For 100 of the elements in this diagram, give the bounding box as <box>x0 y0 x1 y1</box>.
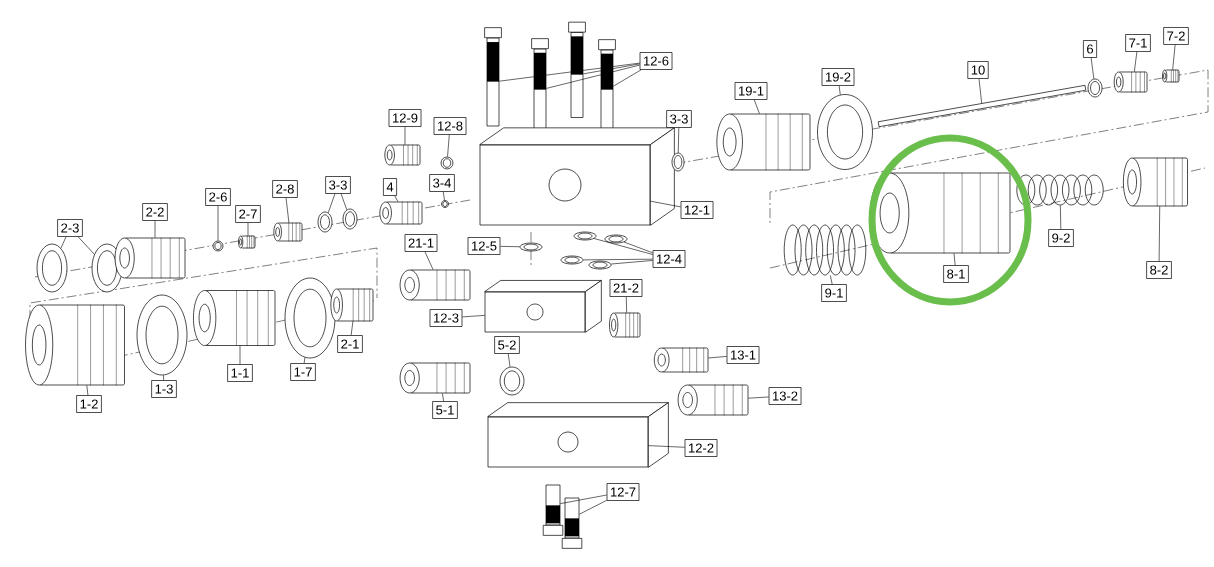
leader-line <box>327 193 336 214</box>
leader-line <box>610 260 653 265</box>
leader-line <box>708 356 727 359</box>
leader-line <box>953 253 956 266</box>
leader-line <box>442 393 444 402</box>
callout-number: 10 <box>967 61 989 79</box>
leader-line <box>1060 205 1062 230</box>
leader-line <box>247 222 249 236</box>
leader-line <box>1172 44 1176 70</box>
callout-number: 1-7 <box>290 363 316 381</box>
fitting-drawing <box>238 235 256 249</box>
ring-drawing <box>1087 78 1103 98</box>
leader-line <box>560 494 607 504</box>
callout-number: 12-7 <box>606 483 640 501</box>
leader-line <box>239 345 241 365</box>
fitting-drawing <box>1113 71 1148 93</box>
callout-number: 2-6 <box>205 188 231 206</box>
leader-line <box>499 62 640 82</box>
callout-number: 3-4 <box>429 174 455 192</box>
callout-number: 9-2 <box>1048 229 1074 247</box>
callout-number: 2-1 <box>337 335 363 353</box>
callout-number: 3-3 <box>666 110 692 128</box>
leader-line <box>1134 51 1138 72</box>
leader-line <box>677 127 680 153</box>
leader-line <box>579 500 607 515</box>
leader-line <box>648 445 685 448</box>
leader-line <box>507 353 511 368</box>
leader-line <box>546 64 640 89</box>
callout-number: 8-2 <box>1146 261 1172 279</box>
ring-drawing <box>588 260 612 270</box>
callout-number: 7-1 <box>1125 34 1151 52</box>
leader-line <box>404 126 406 145</box>
ring-drawing <box>441 200 449 208</box>
fitting-drawing <box>653 347 709 373</box>
callout-number: 13-2 <box>768 387 802 405</box>
callout-number: 5-1 <box>432 401 458 419</box>
ring-drawing <box>136 294 188 376</box>
leader-line <box>340 193 348 211</box>
callout-number: 21-1 <box>404 234 438 252</box>
leader-line <box>163 374 164 381</box>
fitting-drawing <box>677 384 749 416</box>
leader-line <box>303 357 306 364</box>
block-drawing <box>487 402 669 468</box>
leader-line <box>86 385 89 396</box>
fitting-drawing <box>114 237 186 279</box>
fitting-drawing <box>1123 157 1188 207</box>
leader-line <box>748 396 769 399</box>
fitting-drawing <box>399 269 471 301</box>
callout-number: 8-1 <box>943 265 969 283</box>
callout-number: 19-1 <box>734 82 768 100</box>
callout-number: 12-1 <box>680 201 714 219</box>
ring-drawing <box>317 211 333 233</box>
leader-line <box>583 63 640 75</box>
leader-line <box>583 258 653 261</box>
callout-number: 2-7 <box>235 205 261 223</box>
fitting-drawing <box>25 304 125 386</box>
callout-number: 21-2 <box>609 279 643 297</box>
spring-drawing <box>1016 174 1104 206</box>
leader-line <box>500 246 520 248</box>
callout-number: 12-6 <box>639 52 673 70</box>
leader-line <box>1158 206 1161 262</box>
callout-number: 5-2 <box>494 336 520 354</box>
ring-drawing <box>519 242 543 252</box>
leader-line <box>442 191 445 201</box>
ring-drawing <box>440 156 454 170</box>
callout-number: 13-1 <box>726 346 760 364</box>
callout-number: 2-8 <box>272 180 298 198</box>
fitting-drawing <box>384 144 421 166</box>
callout-number: 9-1 <box>821 284 847 302</box>
callout-number: 1-2 <box>76 395 102 413</box>
leader-line <box>623 241 653 254</box>
ring-drawing <box>573 231 597 241</box>
fitting-drawing <box>870 172 1011 254</box>
leader-line <box>394 195 399 202</box>
leader-line <box>613 69 642 87</box>
callout-number: 1-3 <box>151 380 177 398</box>
callout-number: 12-5 <box>467 237 501 255</box>
callout-number: 3-3 <box>325 176 351 194</box>
fitting-drawing <box>379 201 423 225</box>
ring-drawing <box>36 243 68 293</box>
leader-line <box>217 205 219 241</box>
block-drawing <box>484 280 602 333</box>
leader-line <box>625 296 627 313</box>
callout-number: 7-2 <box>1163 27 1189 45</box>
spring-drawing <box>783 224 867 276</box>
ring-drawing <box>560 255 584 265</box>
leader-line <box>60 236 67 249</box>
callout-number: 12-4 <box>652 250 686 268</box>
ring-drawing <box>671 152 685 172</box>
leader-line <box>285 197 290 223</box>
ring-drawing <box>499 366 525 396</box>
bolt-drawing <box>542 484 564 536</box>
callout-number: 6 <box>1083 40 1097 58</box>
callout-number: 12-2 <box>684 439 718 457</box>
callout-number: 2-3 <box>57 219 83 237</box>
leader-line <box>1090 57 1095 80</box>
fitting-drawing <box>1162 69 1180 83</box>
fitting-drawing <box>716 113 811 171</box>
ring-drawing <box>212 240 224 252</box>
leader-line <box>154 220 156 238</box>
